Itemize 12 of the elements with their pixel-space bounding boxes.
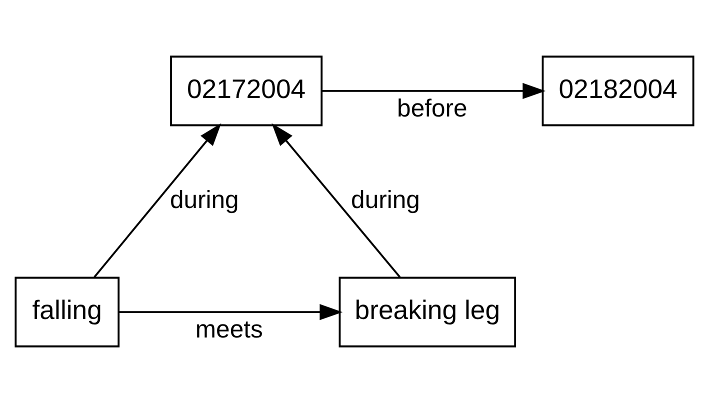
arrow [272, 122, 401, 278]
edge-label: during [170, 186, 239, 214]
node-box: falling [14, 276, 120, 347]
node-box: 02182004 [542, 55, 694, 126]
arrow [322, 82, 546, 98]
node-box: 02172004 [170, 55, 323, 126]
edge-label: before [397, 94, 468, 122]
edge-label: during [351, 186, 420, 214]
edge-label: meets [195, 316, 263, 344]
arrow [94, 122, 222, 278]
node-box: breaking leg [338, 276, 516, 347]
arrow [118, 304, 343, 320]
